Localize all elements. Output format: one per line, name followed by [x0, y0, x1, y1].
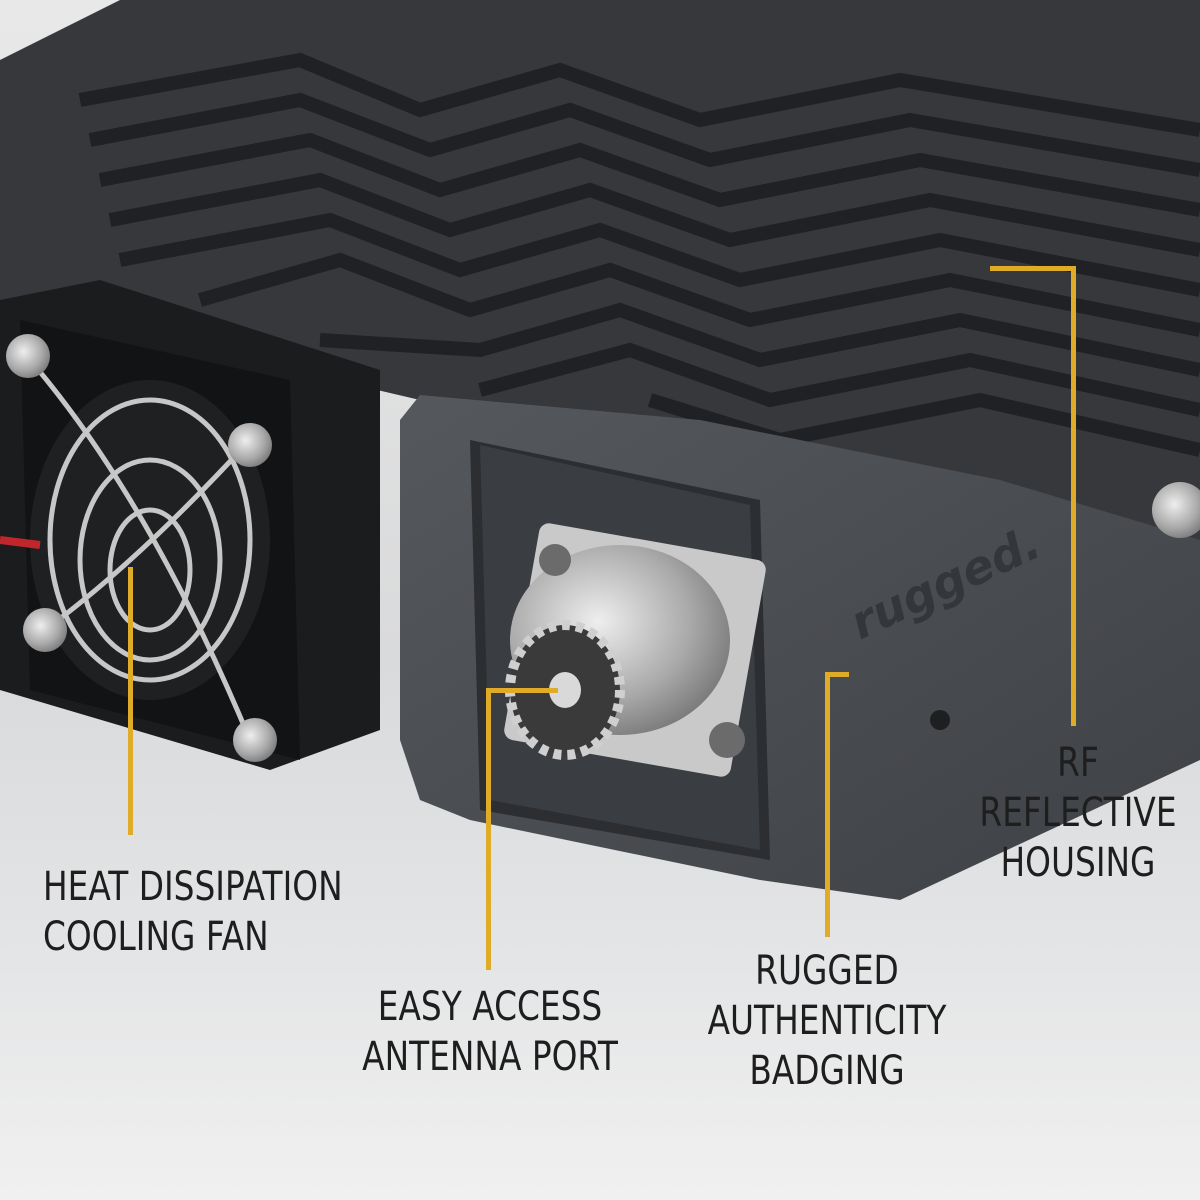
label-line: BADGING [749, 1048, 905, 1094]
callout-label-antenna: EASY ACCESS ANTENNA PORT [326, 982, 654, 1082]
callout-line-badge-h [825, 672, 849, 677]
callout-line-antenna-h [486, 688, 558, 693]
label-line: COOLING FAN [43, 914, 269, 960]
heatsink-fins [0, 0, 1200, 560]
label-line: ANTENNA PORT [362, 1034, 618, 1080]
callout-line-antenna-v [486, 688, 491, 970]
label-line: HOUSING [1000, 840, 1156, 886]
antenna-connector [504, 523, 766, 777]
label-line: REFLECTIVE [979, 790, 1177, 836]
callout-label-fan: HEAT DISSIPATION COOLING FAN [43, 862, 343, 962]
label-line: RF [1057, 740, 1099, 786]
callout-line-housing-h [990, 266, 1075, 271]
label-line: EASY ACCESS [377, 984, 603, 1030]
cooling-fan [0, 280, 380, 770]
callout-line-fan [128, 567, 133, 835]
label-line: RUGGED [755, 948, 899, 994]
callout-label-badge: RUGGED AUTHENTICITY BADGING [663, 946, 991, 1096]
label-line: HEAT DISSIPATION [43, 864, 343, 910]
callout-line-badge-v [825, 672, 830, 937]
callout-line-housing-v [1071, 266, 1076, 726]
callout-label-housing: RF REFLECTIVE HOUSING [914, 738, 1200, 888]
label-line: AUTHENTICITY [707, 998, 947, 1044]
